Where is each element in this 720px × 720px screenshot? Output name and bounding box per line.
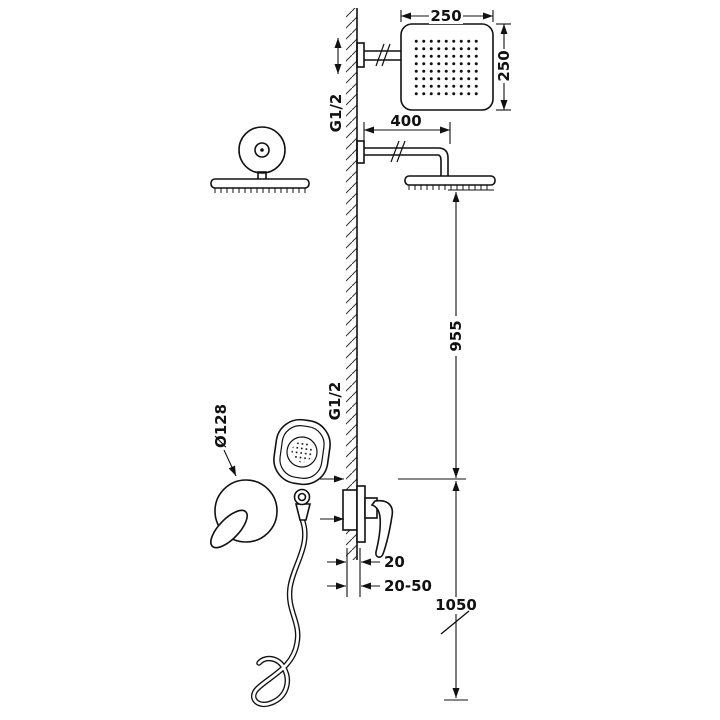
pipe-break-mark [390, 140, 400, 163]
pipe-break-mark [375, 43, 385, 67]
mixer-trim-plate [356, 485, 366, 543]
handshower-nozzles [291, 441, 313, 463]
valve-connection-arrows [320, 475, 466, 523]
spray-nozzle-grid [413, 36, 481, 98]
wall-hatching [346, 8, 357, 560]
dim-head-width-label: 250 [430, 7, 461, 25]
pipe-break-mark [381, 43, 391, 67]
overhead-shower-plan-view [356, 23, 494, 111]
dim-wall-thickness-label: 20 [384, 553, 405, 571]
dim-head-to-valve-label: 955 [447, 320, 465, 351]
spray-face-ticks [214, 188, 306, 193]
dim-recess-depth-label: 20-50 [384, 577, 432, 595]
dim-arm-length-label: 400 [390, 112, 421, 130]
mixer-front-view [210, 479, 278, 549]
arm-wall-flange [356, 140, 365, 164]
dim-valve-to-floor [433, 481, 479, 701]
mixer-lever-front [210, 509, 248, 549]
dim-head-height [496, 23, 512, 111]
overhead-shower-side-view [356, 140, 496, 190]
top-thread-label: G1/2 [327, 94, 345, 133]
pipe-break-mark [396, 140, 406, 163]
hose-connector-cone [294, 503, 312, 521]
dimension-break-slash [440, 610, 470, 635]
mixer-lever-side [370, 499, 394, 558]
dim-valve-to-floor-label: 1050 [435, 596, 477, 614]
valve-thread-label: G1/2 [326, 382, 344, 421]
dim-wall-thickness [327, 548, 380, 597]
wall-section [346, 8, 358, 560]
hose-inner [252, 517, 307, 706]
arm-elbow-inner [437, 154, 442, 176]
hand-shower [273, 418, 331, 521]
head-disc-side [210, 178, 310, 189]
handshower-diameter-label: Ø128 [212, 404, 230, 448]
round-shower-head-view [210, 126, 310, 193]
hand-shower-hose [251, 516, 308, 708]
dim-head-height-label: 250 [495, 50, 513, 81]
dim-head-to-valve [448, 189, 494, 478]
arm-wall-flange [356, 42, 365, 68]
holder-ring-inner [297, 492, 307, 502]
dim-head-width [400, 8, 494, 24]
mixer-side-view [342, 485, 394, 558]
hose-outline [251, 516, 308, 708]
inwall-valve-body [342, 489, 358, 531]
head-disc-side [404, 175, 496, 186]
arm-elbow [437, 147, 449, 176]
spray-face-ticks [408, 185, 488, 190]
diameter-leader-line [223, 449, 237, 477]
